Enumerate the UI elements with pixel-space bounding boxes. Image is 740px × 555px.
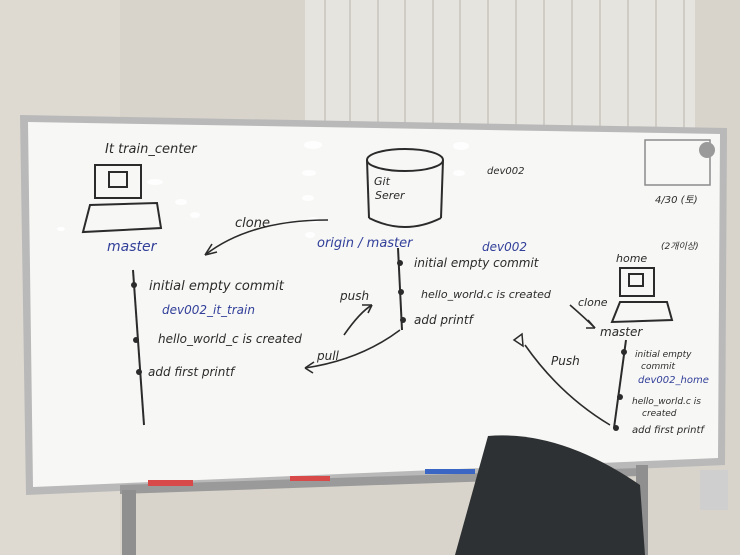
whiteboard-surface [28,122,720,487]
red-marker-2 [290,476,330,481]
label-home: home [616,252,647,265]
red-marker [148,480,193,486]
magnet [699,142,715,158]
label-dev002-mid: dev002 [482,240,527,254]
left-commit-3: hello_world_c is created [158,332,302,346]
right-commit-4: add first printf [632,425,705,436]
label-push-mid: push [339,289,369,303]
label-master-left: master [107,239,158,255]
mid-commit-1: initial empty commit [414,256,540,270]
wall-outlet [700,470,728,510]
right-commit-2: dev002_home [638,375,709,386]
arrows [204,219,611,426]
left-commit-4: add first printf [148,365,236,379]
left-commit-1: initial empty commit [149,279,285,294]
computer-icon-left [81,164,163,234]
label-push-right: Push [551,354,580,368]
note-count: (2개이상) [661,241,699,252]
left-commit-2: dev002_it_train [162,303,255,317]
mid-commit-2: hello_world.c is created [421,288,552,301]
office-chair [455,435,645,555]
commit-dots [131,260,627,431]
git-server-icon [366,148,444,228]
label-dev002-top: dev002 [487,166,525,177]
right-commit-1: initial empty [635,350,692,360]
label-server-line1: Git [374,175,391,188]
curtain-folds [324,0,685,130]
label-server-line2: Serer [375,189,406,202]
stand-leg-left [122,490,136,555]
mid-commit-3: add printf [414,313,475,327]
blue-marker [425,469,475,474]
note-date: 4/30 (토) [655,195,698,206]
label-clone-right: clone [578,296,608,309]
label-pull-mid: pull [316,349,340,363]
label-clone-left: clone [235,216,270,231]
computer-icon-right [610,267,674,324]
label-master-right: master [600,325,643,339]
right-commit-3: hello_world.c is [632,397,701,407]
label-origin-master: origin / master [317,236,414,251]
right-commit-1b: commit [641,362,675,372]
curtain [305,0,695,130]
right-commit-3b: created [642,409,677,419]
label-it-train-center: It train_center [105,142,198,157]
notes-box [644,139,711,186]
arrow-head [512,332,524,348]
